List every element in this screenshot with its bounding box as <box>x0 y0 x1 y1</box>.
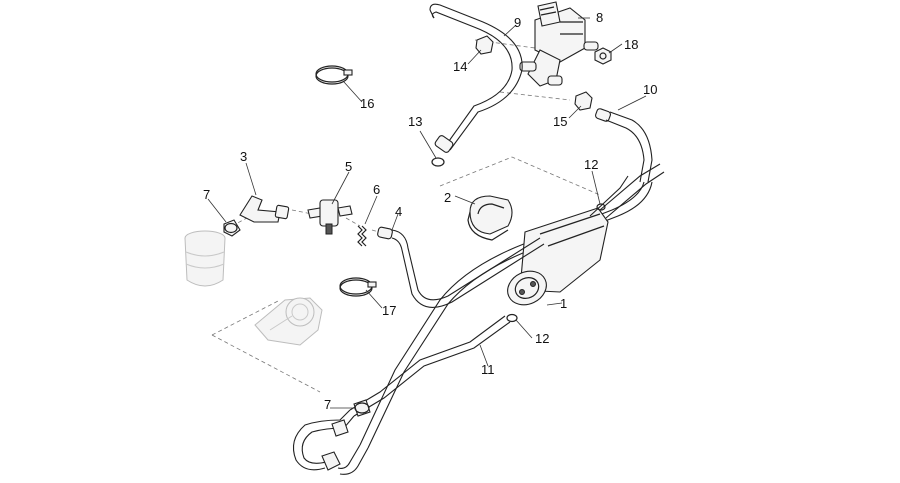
clamp-16 <box>315 65 353 85</box>
callout-7-lower: 7 <box>324 397 331 412</box>
leader-9 <box>503 24 517 37</box>
leader-7a <box>207 198 227 223</box>
leader-6 <box>364 195 378 225</box>
clamp-7-upper <box>223 219 241 237</box>
leader-3 <box>245 162 257 196</box>
solenoid-valve <box>519 1 599 87</box>
leader-5 <box>331 171 350 205</box>
leader-12a <box>591 170 601 205</box>
callout-12-lower: 12 <box>535 331 549 346</box>
elbow-hose-3 <box>239 195 290 223</box>
leader-lines <box>207 17 647 409</box>
clamp-17 <box>339 277 377 297</box>
callout-11: 11 <box>481 362 495 377</box>
callout-15: 15 <box>553 114 567 129</box>
fitting-15 <box>574 91 593 111</box>
leader-4 <box>391 213 399 231</box>
callout-14: 14 <box>453 59 467 74</box>
canister-1 <box>507 163 665 306</box>
leader-2 <box>454 195 476 205</box>
o-ring-13 <box>431 157 445 167</box>
leader-18 <box>608 43 623 54</box>
lower-hose-loop <box>292 399 371 475</box>
leader-15 <box>568 105 582 119</box>
callout-10: 10 <box>643 82 657 97</box>
hose-4 <box>377 226 545 308</box>
hose-10 <box>359 108 653 449</box>
leader-10 <box>617 95 647 111</box>
fitting-14 <box>475 35 494 55</box>
bracket-2 <box>467 195 513 241</box>
context-air-filter-sleeve <box>184 230 226 287</box>
hose-11 <box>349 315 511 417</box>
context-throttle-body <box>254 297 323 346</box>
leader-12b <box>515 319 533 339</box>
clip-12-lower <box>506 313 518 323</box>
callout-18: 18 <box>624 37 638 52</box>
callout-4: 4 <box>395 204 402 219</box>
callout-16: 16 <box>360 96 374 111</box>
leader-17 <box>365 289 383 309</box>
hose-9 <box>429 3 523 153</box>
callout-13: 13 <box>408 114 422 129</box>
callout-6: 6 <box>373 182 380 197</box>
nut-18 <box>594 47 612 65</box>
leader-1 <box>546 302 563 306</box>
leader-16 <box>343 81 363 103</box>
check-valve-5 <box>307 199 353 235</box>
clip-12-upper <box>596 203 606 211</box>
leader-13 <box>419 130 437 159</box>
leader-14 <box>467 49 482 65</box>
leader-11 <box>479 344 489 367</box>
callout-2: 2 <box>444 190 451 205</box>
callout-8: 8 <box>596 10 603 25</box>
callout-9: 9 <box>514 15 521 30</box>
callout-17: 17 <box>382 303 396 318</box>
callout-3: 3 <box>240 149 247 164</box>
callout-labels: 1 2 3 4 5 6 7 7 8 9 10 11 12 12 13 14 15… <box>203 10 657 412</box>
callout-5: 5 <box>345 159 352 174</box>
callout-12-upper: 12 <box>584 157 598 172</box>
spring-6 <box>357 225 367 247</box>
callout-7-upper: 7 <box>203 187 210 202</box>
callout-1: 1 <box>560 296 567 311</box>
